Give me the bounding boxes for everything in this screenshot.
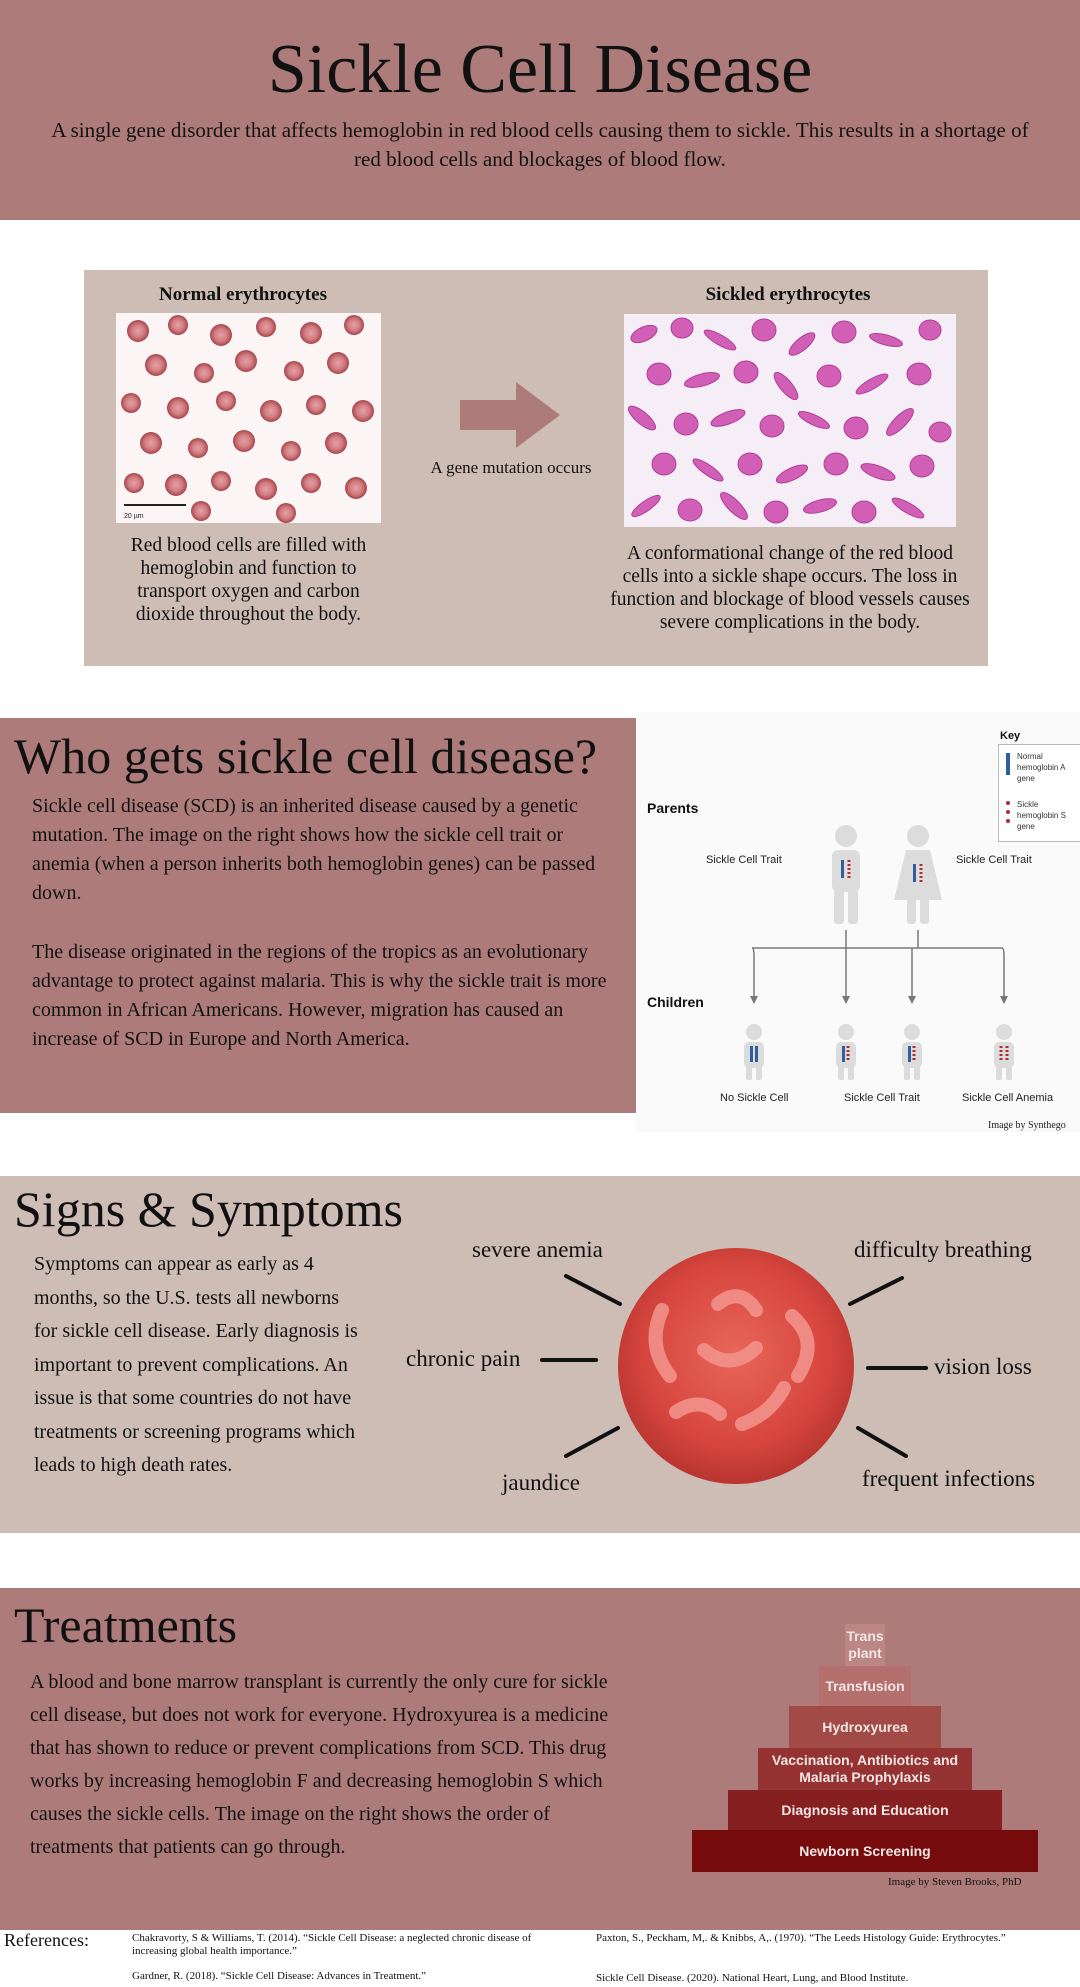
key-title: Key <box>1000 730 1021 742</box>
references-label: References: <box>4 1930 89 1950</box>
symptom-jaundice: jaundice <box>502 1470 580 1495</box>
sickled-cells-image <box>624 314 956 527</box>
treatment-pyramid: Trans plant Transfusion Hydroxyurea Vacc… <box>692 1624 1038 1872</box>
symptoms-illustration <box>540 1248 928 1484</box>
normal-erythrocytes-description: Red blood cells are filled with hemoglob… <box>130 535 367 625</box>
signs-section-title: Signs & Symptoms <box>14 1181 403 1237</box>
mutation-arrow-icon <box>460 382 560 448</box>
normal-gene-icon <box>1006 753 1010 775</box>
children-label: Children <box>647 994 704 1010</box>
pyramid-level-transfusion: Transfusion <box>819 1666 911 1706</box>
inheritance-diagram: Key Normal hemoglobin A gene Sickle hemo… <box>636 712 1080 1132</box>
page-subtitle: A single gene disorder that affects hemo… <box>51 118 1029 171</box>
key-box: Normal hemoglobin A gene Sickle hemoglob… <box>998 744 1080 842</box>
symptom-severe-anemia: severe anemia <box>472 1237 603 1262</box>
treatments-section-title: Treatments <box>14 1597 238 1653</box>
signs-section-panel <box>0 1176 1080 1533</box>
sickled-erythrocytes-description: A conformational change of the red blood… <box>610 543 970 633</box>
reference-1: Chakravorty, S & Williams, T. (2014). “S… <box>132 1932 532 1957</box>
child-anemia-label: Sickle Cell Anemia <box>962 1092 1054 1104</box>
sickled-cells-illustration <box>627 317 952 524</box>
mutation-label: A gene mutation occurs <box>430 458 592 477</box>
normal-cells-image: 20 µm <box>116 313 381 523</box>
parent-left-label: Sickle Cell Trait <box>706 854 782 866</box>
sickle-gene-icon <box>1006 801 1010 823</box>
child-trait-label: Sickle Cell Trait <box>844 1092 920 1104</box>
symptom-chronic-pain: chronic pain <box>406 1346 521 1371</box>
pyramid-level-hydroxyurea: Hydroxyurea <box>789 1706 941 1748</box>
who-paragraph-1: Sickle cell disease (SCD) is an inherite… <box>32 795 596 904</box>
reference-3: Paxton, S., Peckham, M,. & Knibbs, A,. (… <box>596 1932 1006 1944</box>
pyramid-level-vaccination: Vaccination, Antibiotics and Malaria Pro… <box>758 1748 972 1790</box>
pyramid-level-screening: Newborn Screening <box>692 1830 1038 1872</box>
key-normal-label: Normal hemoglobin A gene <box>1017 752 1066 783</box>
symptom-vision-loss: vision loss <box>934 1354 1032 1379</box>
who-section-title: Who gets sickle cell disease? <box>14 728 598 784</box>
symptom-difficulty-breathing: difficulty breathing <box>854 1237 1032 1262</box>
who-section-panel <box>0 718 636 1113</box>
reference-4: Sickle Cell Disease. (2020). National He… <box>596 1972 909 1984</box>
key-sickle-label: Sickle hemoglobin S gene <box>1017 800 1066 831</box>
scale-bar-label: 20 µm <box>124 513 144 520</box>
pyramid-level-transplant: Trans plant <box>845 1624 885 1666</box>
diagram-credit: Image by Synthego <box>988 1120 1066 1131</box>
pyramid-level-diagnosis: Diagnosis and Education <box>728 1790 1002 1830</box>
page-title: Sickle Cell Disease <box>267 31 813 108</box>
symptom-frequent-infections: frequent infections <box>862 1466 1036 1491</box>
reference-2: Gardner, R. (2018). “Sickle Cell Disease… <box>132 1970 427 1982</box>
normal-cells-illustration: 20 µm <box>121 315 374 523</box>
treatments-paragraph: A blood and bone marrow transplant is cu… <box>30 1671 609 1858</box>
parents-label: Parents <box>647 800 699 816</box>
header-banner <box>0 0 1080 220</box>
pyramid-credit: Image by Steven Brooks, PhD <box>888 1876 1022 1888</box>
normal-erythrocytes-title: Normal erythrocytes <box>159 284 327 305</box>
who-paragraph-2: The disease originated in the regions of… <box>32 941 607 1050</box>
signs-paragraph: Symptoms can appear as early as 4 months… <box>34 1253 358 1476</box>
family-tree-graphic <box>744 825 1014 1080</box>
sickled-erythrocytes-title: Sickled erythrocytes <box>705 284 871 305</box>
child-no-sickle-label: No Sickle Cell <box>720 1092 789 1104</box>
parent-right-label: Sickle Cell Trait <box>956 854 1032 866</box>
